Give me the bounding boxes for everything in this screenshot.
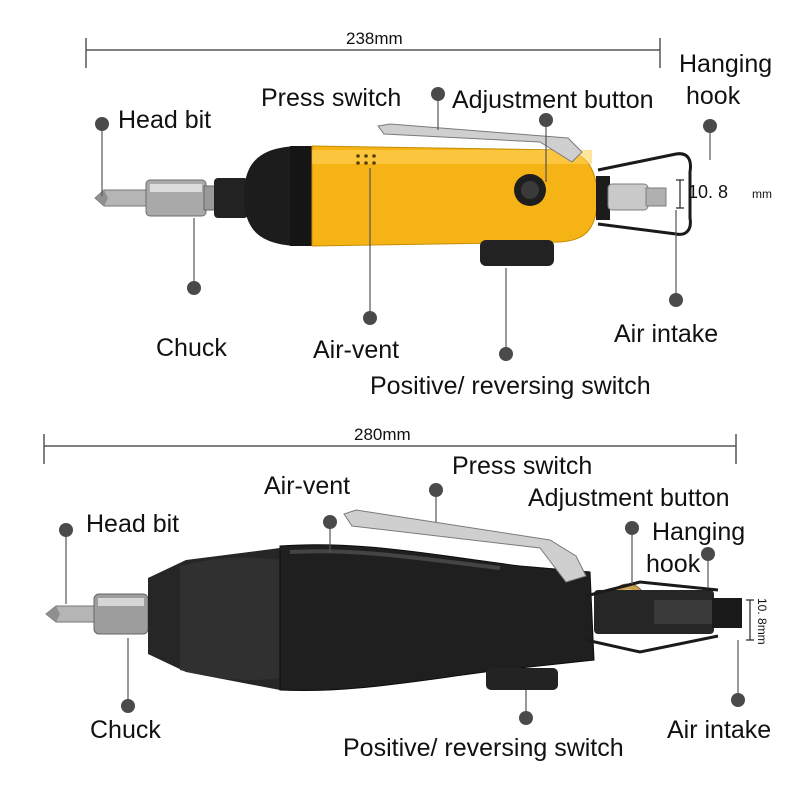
top-leader-lines <box>101 96 711 352</box>
top-dimension-line <box>85 38 661 68</box>
top-length-label: 238mm <box>346 29 403 48</box>
top-leader-dots <box>95 87 717 361</box>
bottom-length-label: 280mm <box>354 425 411 444</box>
top-hanging-hook-label-line2: hook <box>686 82 741 110</box>
bottom-leader-dots <box>59 483 745 725</box>
bottom-hanging-hook-label-line2: hook <box>646 550 701 578</box>
bottom-hanging-hook-label-line1: Hanging <box>652 518 746 546</box>
bottom-chuck-label: Chuck <box>90 716 161 744</box>
top-air-intake-label: Air intake <box>614 320 719 348</box>
bottom-air-vent-label: Air-vent <box>264 472 351 500</box>
top-hanging-hook-label-line1: Hanging <box>679 50 773 78</box>
bottom-dimension-line <box>43 434 737 464</box>
top-head-bit-label: Head bit <box>118 106 212 134</box>
bottom-press-switch-label: Press switch <box>452 452 593 480</box>
bottom-tool <box>45 509 754 692</box>
bottom-air-intake-label: Air intake <box>667 716 772 744</box>
top-intake-size: 10. 8 <box>688 182 729 202</box>
bottom-head-bit-label: Head bit <box>86 510 180 538</box>
bottom-reversing-switch-label: Positive/ reversing switch <box>343 734 624 762</box>
bottom-intake-size: 10. 8mm <box>755 598 769 645</box>
top-air-vent-label: Air-vent <box>313 336 400 364</box>
top-adjustment-button-label: Adjustment button <box>452 86 654 114</box>
top-tool <box>94 123 692 266</box>
top-intake-unit: mm <box>752 187 772 201</box>
bottom-adjustment-button-label: Adjustment button <box>528 484 730 512</box>
top-chuck-label: Chuck <box>156 334 227 362</box>
top-press-switch-label: Press switch <box>261 84 402 112</box>
top-reversing-switch-label: Positive/ reversing switch <box>370 372 651 400</box>
